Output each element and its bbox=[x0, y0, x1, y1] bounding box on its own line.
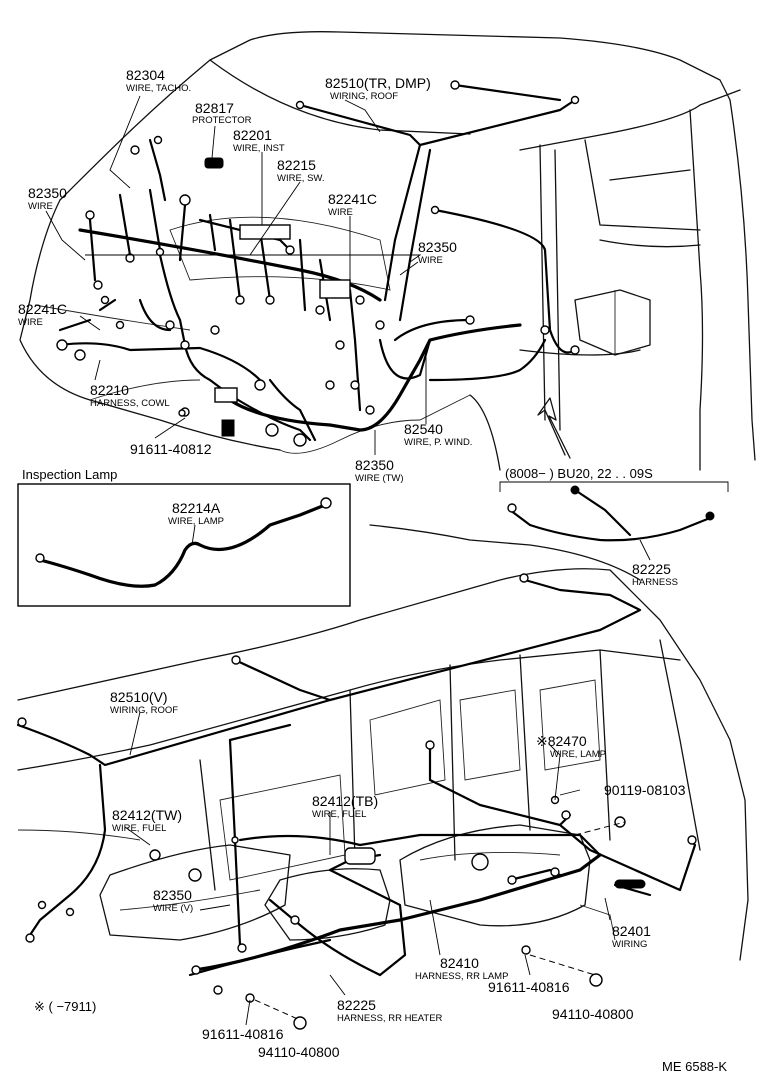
part-labels: 82304 WIRE, TACHO. 82510(TR, DMP) WIRING… bbox=[18, 67, 686, 1060]
lower-body-outline bbox=[17, 524, 749, 961]
label-82412tb-number: 82412(TB) bbox=[312, 793, 378, 809]
label-82410-number: 82410 bbox=[440, 955, 479, 971]
label-91611-40812-number: 91611-40812 bbox=[130, 441, 212, 457]
label-82215-desc: WIRE, SW. bbox=[277, 173, 325, 184]
label-82201-number: 82201 bbox=[233, 127, 272, 143]
label-82201-desc: WIRE, INST bbox=[233, 143, 285, 154]
label-82225b-number: 82225 bbox=[337, 997, 376, 1013]
label-82241c-a-desc: WIRE bbox=[328, 207, 353, 218]
label-82540-desc: WIRE, P. WIND. bbox=[404, 437, 472, 448]
label-82401-desc: WIRING bbox=[612, 939, 647, 950]
label-82350tw-desc: WIRE (TW) bbox=[355, 473, 404, 484]
inspection-lamp-wire bbox=[35, 497, 332, 588]
label-91611-40816b-number: 91611-40816 bbox=[202, 1026, 284, 1042]
label-82401-number: 82401 bbox=[612, 923, 651, 939]
label-82510v-number: 82510(V) bbox=[110, 689, 168, 705]
label-82350a-desc: WIRE bbox=[28, 201, 53, 212]
lower-leader-lines bbox=[124, 711, 626, 1026]
label-94110-40800a-number: 94110-40800 bbox=[552, 1006, 634, 1022]
label-91611-40816a-number: 91611-40816 bbox=[488, 979, 570, 995]
label-82350v-number: 82350 bbox=[153, 887, 192, 903]
label-82350a-number: 82350 bbox=[28, 185, 67, 201]
label-82241c-a-number: 82241C bbox=[328, 191, 377, 207]
model-note: (8008− ) BU20, 22 . . 09S bbox=[505, 466, 653, 481]
callout-arrow bbox=[537, 397, 571, 459]
diagram-code: ME 6588-K bbox=[662, 1059, 727, 1074]
label-82210-desc: HARNESS, COWL bbox=[90, 398, 170, 409]
upper-body-outline bbox=[19, 31, 756, 471]
label-82214a-desc: WIRE, LAMP bbox=[168, 516, 224, 527]
label-90119-08103-number: 90119-08103 bbox=[604, 782, 686, 798]
label-82350b-number: 82350 bbox=[418, 239, 457, 255]
label-82214a-number: 82214A bbox=[172, 500, 221, 516]
label-82350v-desc: WIRE (V) bbox=[153, 903, 193, 914]
label-94110-40800b-number: 94110-40800 bbox=[258, 1044, 340, 1060]
label-82540-number: 82540 bbox=[404, 421, 443, 437]
label-82241c-b-number: 82241C bbox=[18, 301, 67, 317]
label-82304-desc: WIRE, TACHO. bbox=[126, 83, 191, 94]
label-82510tr-number: 82510(TR, DMP) bbox=[325, 75, 431, 91]
label-82225a-number: 82225 bbox=[632, 561, 671, 577]
label-82510tr-desc: WIRING, ROOF bbox=[330, 91, 398, 102]
inspection-lamp-title: Inspection Lamp bbox=[22, 467, 117, 482]
label-82215-number: 82215 bbox=[277, 157, 316, 173]
label-82470-desc: WIRE, LAMP bbox=[550, 749, 606, 760]
label-82470-number: ※82470 bbox=[536, 733, 587, 749]
label-82350b-desc: WIRE bbox=[418, 255, 443, 266]
label-82412tw-number: 82412(TW) bbox=[112, 807, 182, 823]
harness-82225-wire bbox=[507, 485, 715, 561]
label-82817-desc: PROTECTOR bbox=[192, 115, 252, 126]
label-82304-number: 82304 bbox=[126, 67, 165, 83]
footnote: ※ ( −7911) bbox=[34, 999, 96, 1014]
label-82410-desc: HARNESS, RR LAMP bbox=[415, 971, 508, 982]
upper-leader-lines bbox=[45, 95, 427, 455]
inspection-lamp-box bbox=[17, 483, 351, 607]
label-82350tw-number: 82350 bbox=[355, 457, 394, 473]
label-82210-number: 82210 bbox=[90, 382, 129, 398]
label-82225a-desc: HARNESS bbox=[632, 577, 678, 588]
label-82241c-b-desc: WIRE bbox=[18, 317, 43, 328]
label-82225b-desc: HARNESS, RR HEATER bbox=[337, 1013, 443, 1024]
lower-harness-wires bbox=[16, 578, 697, 977]
label-82412tw-desc: WIRE, FUEL bbox=[112, 823, 166, 834]
upper-connectors bbox=[56, 80, 580, 447]
label-82510v-desc: WIRING, ROOF bbox=[110, 705, 178, 716]
label-82412tb-desc: WIRE, FUEL bbox=[312, 809, 366, 820]
label-82817-number: 82817 bbox=[195, 100, 234, 116]
lower-connectors bbox=[17, 573, 697, 1030]
model-note-bracket bbox=[499, 481, 729, 492]
upper-harness-wires bbox=[58, 83, 577, 442]
